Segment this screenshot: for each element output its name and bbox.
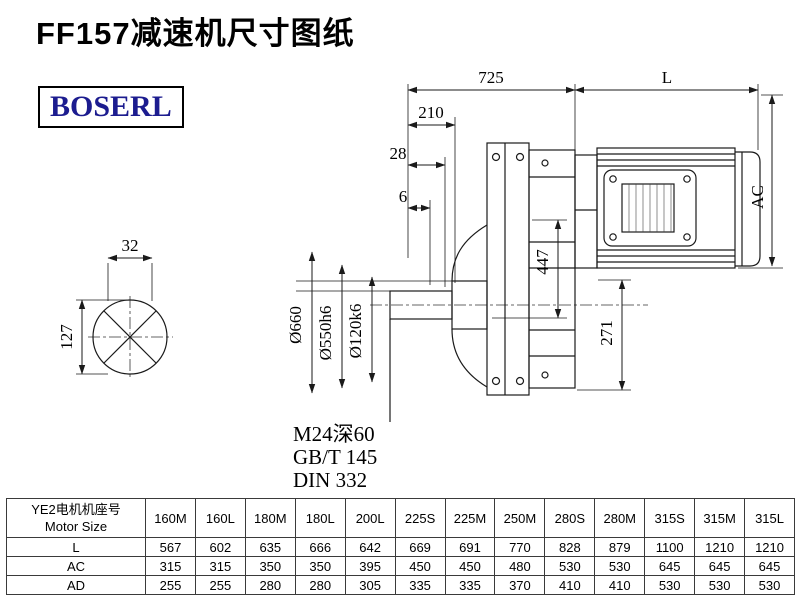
note-gb-standard: GB/T 145 xyxy=(293,445,377,469)
column-header-315L: 315L xyxy=(744,498,795,538)
value-cell: 879 xyxy=(594,537,646,557)
value-cell: 255 xyxy=(194,575,246,595)
dim-label-32: 32 xyxy=(122,236,139,255)
value-cell: 530 xyxy=(694,575,746,595)
dim-label-spigot-diameter: Ø550h6 xyxy=(316,306,335,361)
value-cell: 669 xyxy=(394,537,446,557)
value-cell: 410 xyxy=(594,575,646,595)
value-cell: 280 xyxy=(294,575,346,595)
dim-label-210: 210 xyxy=(418,103,444,122)
terminal-box xyxy=(603,169,697,247)
value-cell: 645 xyxy=(644,556,696,576)
dim-label-L: L xyxy=(662,68,672,87)
column-header-280S: 280S xyxy=(544,498,596,538)
value-cell: 1100 xyxy=(644,537,696,557)
column-header-180M: 180M xyxy=(244,498,296,538)
value-cell: 335 xyxy=(444,575,496,595)
column-header-315M: 315M xyxy=(694,498,746,538)
dim-label-271: 271 xyxy=(597,320,616,346)
value-cell: 635 xyxy=(244,537,296,557)
row-label-AD: AD xyxy=(6,575,146,595)
value-cell: 530 xyxy=(594,556,646,576)
column-header-160M: 160M xyxy=(145,498,196,538)
dimension-lines xyxy=(78,86,776,394)
value-cell: 395 xyxy=(344,556,396,576)
value-cell: 828 xyxy=(544,537,596,557)
value-cell: 480 xyxy=(494,556,546,576)
value-cell: 350 xyxy=(244,556,296,576)
value-cell: 335 xyxy=(394,575,446,595)
center-lines xyxy=(88,296,648,380)
column-header-225S: 225S xyxy=(394,498,446,538)
value-cell: 410 xyxy=(544,575,596,595)
row-label-AC: AC xyxy=(6,556,146,576)
dim-label-flange-diameter: Ø660 xyxy=(286,306,305,344)
dim-label-447: 447 xyxy=(533,249,552,275)
column-header-200L: 200L xyxy=(344,498,396,538)
dim-label-AC: AC xyxy=(748,185,767,209)
motor-side-view xyxy=(574,147,761,269)
value-cell: 645 xyxy=(744,556,795,576)
note-din-standard: DIN 332 xyxy=(293,468,367,492)
technical-drawing: 725 L 210 28 6 AC 447 271 32 127 Ø660 Ø5… xyxy=(57,68,783,492)
value-cell: 255 xyxy=(145,575,196,595)
dim-label-725: 725 xyxy=(478,68,504,87)
column-header-225M: 225M xyxy=(444,498,496,538)
gearbox-side-view xyxy=(389,142,576,422)
value-cell: 666 xyxy=(294,537,346,557)
value-cell: 350 xyxy=(294,556,346,576)
value-cell: 645 xyxy=(694,556,746,576)
value-cell: 450 xyxy=(444,556,496,576)
value-cell: 315 xyxy=(194,556,246,576)
value-cell: 450 xyxy=(394,556,446,576)
value-cell: 530 xyxy=(744,575,795,595)
value-cell: 770 xyxy=(494,537,546,557)
value-cell: 305 xyxy=(344,575,396,595)
value-cell: 1210 xyxy=(744,537,795,557)
value-cell: 642 xyxy=(344,537,396,557)
value-cell: 530 xyxy=(544,556,596,576)
extension-lines xyxy=(76,84,783,391)
column-header-180L: 180L xyxy=(294,498,346,538)
column-header-160L: 160L xyxy=(194,498,246,538)
dim-label-127: 127 xyxy=(57,324,76,350)
fan-cover xyxy=(735,151,761,267)
value-cell: 530 xyxy=(644,575,696,595)
value-cell: 602 xyxy=(194,537,246,557)
value-cell: 567 xyxy=(145,537,196,557)
terminal-box-hatch xyxy=(628,184,672,232)
brand-logo: BOSERL xyxy=(38,86,184,128)
column-header-280M: 280M xyxy=(594,498,646,538)
column-header-315S: 315S xyxy=(644,498,696,538)
row-label-L: L xyxy=(6,537,146,557)
note-thread: M24深60 xyxy=(293,422,375,446)
column-header-250M: 250M xyxy=(494,498,546,538)
dim-label-6: 6 xyxy=(399,187,408,206)
value-cell: 315 xyxy=(145,556,196,576)
value-cell: 1210 xyxy=(694,537,746,557)
value-cell: 370 xyxy=(494,575,546,595)
page-title: FF157减速机尺寸图纸 xyxy=(36,16,355,51)
dim-label-28: 28 xyxy=(390,144,407,163)
shaft-end-view xyxy=(92,299,168,375)
value-cell: 280 xyxy=(244,575,296,595)
dim-label-shaft-diameter: Ø120k6 xyxy=(346,304,365,359)
value-cell: 691 xyxy=(444,537,496,557)
